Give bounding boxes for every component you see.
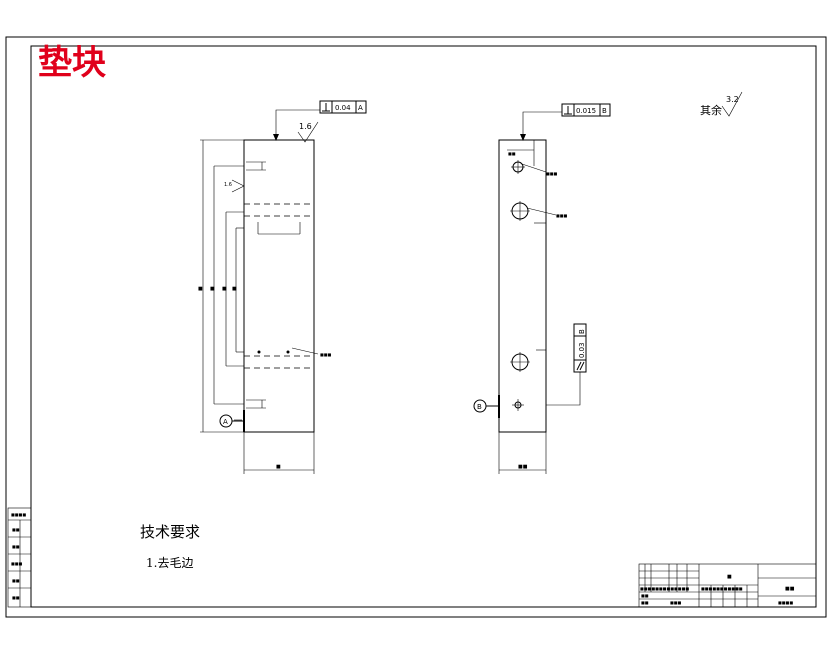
svg-text:■: ■ — [232, 286, 237, 292]
right-view: ■■ ■■ ■■■ ■■■ B 0.01 — [473, 103, 611, 474]
left-view: ■ ■ ■ ■ ■■■ ■ A — [198, 100, 367, 474]
perpendicularity-frame-right — [561, 103, 611, 117]
svg-text:1.6: 1.6 — [224, 182, 232, 188]
roughness-symbol-top — [297, 121, 319, 143]
svg-text:A: A — [223, 418, 228, 426]
svg-text:■■■: ■■■ — [670, 600, 682, 605]
svg-text:■■■■■■■■■■: ■■■■■■■■■■ — [701, 586, 739, 591]
svg-text:■: ■ — [727, 574, 732, 580]
svg-text:■■: ■■ — [641, 593, 649, 598]
svg-text:0.04: 0.04 — [335, 104, 351, 112]
svg-text:■■: ■■ — [12, 544, 20, 549]
svg-text:■■■■: ■■■■ — [778, 600, 793, 605]
tech-requirements-item: 1.去毛边 — [146, 556, 193, 570]
drawing-title: 垫块 — [38, 43, 106, 83]
svg-text:■: ■ — [276, 464, 281, 470]
svg-text:■■■: ■■■ — [320, 352, 332, 357]
svg-text:■: ■ — [210, 286, 215, 292]
svg-text:■■: ■■ — [12, 578, 20, 583]
svg-text:B: B — [602, 107, 607, 115]
svg-text:3.2: 3.2 — [726, 95, 739, 104]
tech-requirements-heading: 技术要求 — [140, 523, 200, 541]
title-block: ■ ■■ ■■■■ ■■■■■■■■■■■■■ ■■ ■■ ■■■ ■■■■■■… — [638, 563, 817, 608]
svg-text:■■: ■■ — [785, 586, 795, 592]
svg-text:■■■■: ■■■■ — [11, 512, 26, 517]
svg-text:■■■■■■■■■■■■■: ■■■■■■■■■■■■■ — [640, 586, 689, 591]
svg-text:■■: ■■ — [641, 600, 649, 605]
roughness-other-label: 其余 — [700, 103, 722, 117]
perpendicularity-frame-left — [319, 100, 367, 114]
svg-text:0.03: 0.03 — [578, 342, 586, 358]
inner-border — [30, 45, 817, 608]
parallelism-frame — [573, 323, 587, 373]
svg-text:■■: ■■ — [12, 527, 20, 532]
svg-text:■: ■ — [198, 286, 203, 292]
svg-text:B: B — [477, 403, 482, 411]
svg-text:■■: ■■ — [518, 464, 528, 470]
svg-text:■■■: ■■■ — [556, 213, 568, 218]
svg-text:1.6: 1.6 — [299, 122, 312, 131]
svg-text:■■: ■■ — [735, 586, 743, 591]
roughness-symbol-side — [231, 179, 245, 193]
left-stamp-block: ■■■■ ■■ ■■ ■■■ ■■ ■■ — [7, 507, 32, 608]
svg-text:B: B — [578, 329, 586, 334]
left-view-body — [243, 139, 315, 433]
svg-text:■■: ■■ — [508, 151, 516, 156]
svg-text:■: ■ — [222, 286, 227, 292]
svg-text:A: A — [358, 104, 363, 112]
outer-border — [5, 36, 827, 618]
roughness-other-symbol — [721, 91, 743, 117]
right-view-body — [498, 139, 547, 433]
svg-text:■■■: ■■■ — [11, 561, 23, 566]
svg-text:0.015: 0.015 — [576, 107, 596, 115]
svg-text:■■: ■■ — [12, 595, 20, 600]
svg-text:■■■: ■■■ — [546, 171, 558, 176]
